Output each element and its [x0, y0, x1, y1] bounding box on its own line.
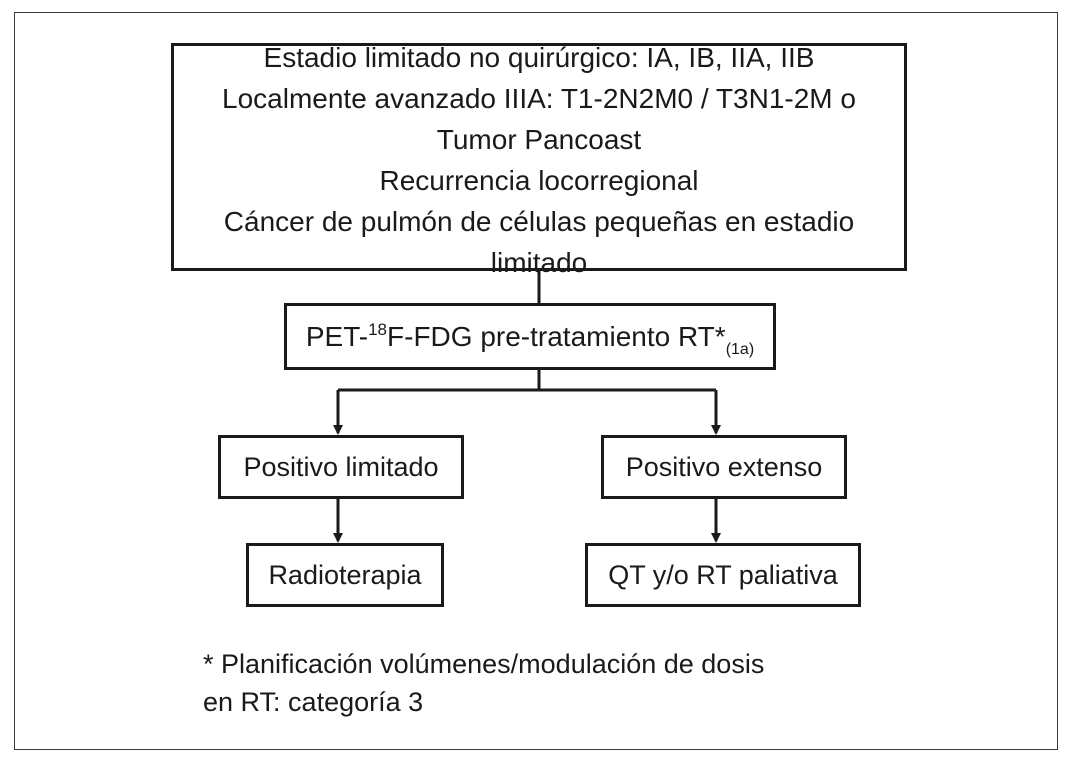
footnote-line: en RT: categoría 3 — [203, 687, 424, 717]
pet-isotope-superscript: 18 — [368, 319, 388, 339]
positivo-limitado-label: Positivo limitado — [243, 451, 439, 482]
footnote: * Planificación volúmenes/modulación de … — [203, 645, 764, 721]
positivo-extenso-box: Positivo extenso — [601, 435, 847, 499]
positivo-extenso-label: Positivo extenso — [625, 451, 823, 482]
pet-pretreatment-box: PET-18F-FDG pre-tratamiento RT*(1a) — [284, 303, 776, 370]
qt-rt-paliativa-label: QT y/o RT paliativa — [608, 559, 838, 590]
figure-frame — [14, 12, 1058, 750]
pet-main-text: F-FDG pre-tratamiento RT* — [387, 320, 726, 352]
radioterapia-label: Radioterapia — [268, 559, 422, 590]
footnote-line: * Planificación volúmenes/modulación de … — [203, 649, 765, 679]
pet-label: PET-18F-FDG pre-tratamiento RT*(1a) — [305, 319, 754, 358]
pet-prefix: PET- — [305, 320, 369, 352]
eligibility-criteria-box: Estadio limitado no quirúrgico: IA, IB, … — [171, 42, 907, 278]
criteria-line: Recurrencia locorregional — [379, 165, 699, 196]
criteria-line: Cáncer de pulmón de células pequeñas en … — [223, 206, 855, 278]
criteria-line: Estadio limitado no quirúrgico: IA, IB, … — [263, 42, 815, 73]
criteria-line: Tumor Pancoast — [436, 124, 642, 155]
qt-rt-paliativa-box: QT y/o RT paliativa — [585, 543, 861, 607]
evidence-level-subscript: (1a) — [725, 340, 755, 358]
radioterapia-box: Radioterapia — [246, 543, 444, 607]
positivo-limitado-box: Positivo limitado — [218, 435, 464, 499]
criteria-line: Localmente avanzado IIIA: T1-2N2M0 / T3N… — [222, 83, 856, 114]
